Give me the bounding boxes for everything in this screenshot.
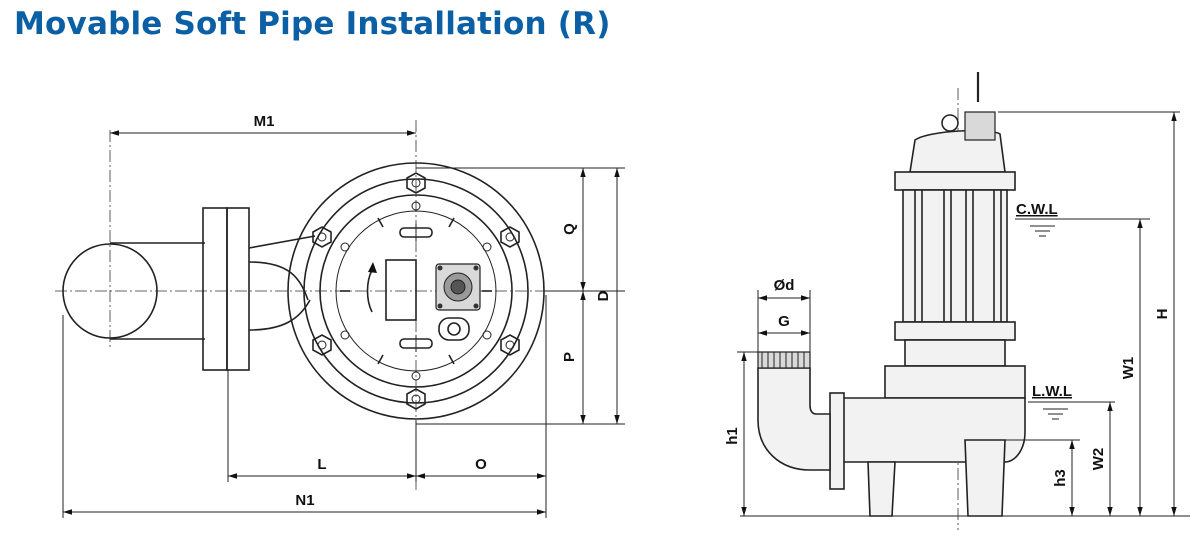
motor-body xyxy=(902,189,1008,323)
label-h1: h1 xyxy=(724,427,741,445)
label-cwl: C.W.L xyxy=(1016,201,1058,218)
label-P: P xyxy=(561,352,578,362)
lifting-handle-bottom xyxy=(399,335,433,352)
name-plate xyxy=(385,259,417,321)
label-H: H xyxy=(1154,309,1171,320)
cable-gland xyxy=(964,111,996,141)
label-O: O xyxy=(475,456,487,473)
label-W1: W1 xyxy=(1120,357,1137,380)
flange-right xyxy=(226,207,250,371)
motor-flange-top xyxy=(894,171,1016,191)
label-W2: W2 xyxy=(1090,448,1107,471)
bearing-housing xyxy=(904,339,1006,367)
coupling-threads xyxy=(761,352,805,368)
volute-casing xyxy=(287,162,545,420)
lifting-eye xyxy=(941,114,959,132)
page-title: Movable Soft Pipe Installation (R) xyxy=(14,6,611,42)
motor-ribs xyxy=(340,217,492,365)
outlet-pipe xyxy=(110,242,205,340)
label-D: D xyxy=(595,290,612,301)
inspection-boss xyxy=(438,317,470,341)
inner-ring xyxy=(319,194,513,388)
label-h3: h3 xyxy=(1052,469,1069,487)
flange-left xyxy=(202,207,228,371)
rotation-arrow-icon xyxy=(366,262,377,313)
side-extension-lines xyxy=(737,111,1180,441)
foot-right xyxy=(964,439,1006,517)
foot-left xyxy=(867,461,896,517)
lwl-marker xyxy=(1028,401,1115,420)
pump-flange xyxy=(884,365,1026,399)
flange-bolts xyxy=(312,172,520,410)
extension-lines xyxy=(62,167,625,518)
cover-plate xyxy=(335,210,497,372)
label-Q: Q xyxy=(561,223,578,235)
volute-neck xyxy=(248,235,316,331)
label-G: G xyxy=(778,313,790,330)
side-view: C.W.L L.W.L Ød G h1 h3 W2 W1 H xyxy=(724,72,1190,530)
label-M1: M1 xyxy=(254,113,275,130)
label-L: L xyxy=(317,456,326,473)
label-lwl: L.W.L xyxy=(1032,383,1072,400)
label-N1: N1 xyxy=(295,492,314,509)
label-od: Ød xyxy=(774,277,795,294)
top-view: M1 Q P D L O N1 xyxy=(55,113,625,518)
discharge-flange xyxy=(829,392,845,490)
motor-flange-bottom xyxy=(894,321,1016,341)
lifting-handle-top xyxy=(399,224,433,241)
cable-entry xyxy=(435,263,481,311)
cover-bolts xyxy=(340,201,492,381)
cwl-marker xyxy=(1015,218,1150,237)
hose-coupling xyxy=(757,351,811,369)
elbow-pipe xyxy=(757,367,831,471)
motor-fins xyxy=(914,190,1002,322)
outlet-pipe-end xyxy=(62,243,158,339)
